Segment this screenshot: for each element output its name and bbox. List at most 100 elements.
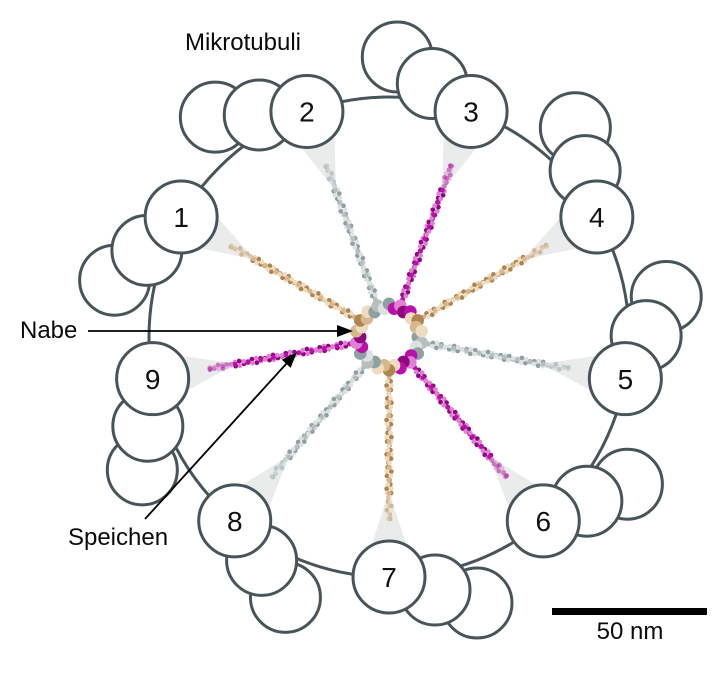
microtubule-number: 3	[463, 97, 479, 128]
spoke-rope	[504, 269, 510, 275]
spoke-rope	[313, 295, 319, 300]
spoke-foot	[183, 356, 237, 390]
spoke-rope	[345, 308, 351, 314]
spoke-rope	[474, 286, 480, 292]
spoke-rope	[506, 353, 512, 359]
spoke-rope	[358, 251, 364, 257]
spoke-rope	[417, 257, 423, 263]
spoke-rope	[536, 358, 542, 364]
spoke-rope	[451, 297, 456, 303]
spoke-rope	[484, 354, 490, 360]
spoke-rope	[346, 224, 352, 230]
spoke-rope	[463, 429, 469, 434]
spoke-rope	[245, 359, 251, 365]
spoke-rope	[422, 236, 428, 242]
spoke-rope	[355, 257, 361, 263]
spoke-rope	[329, 180, 334, 186]
spoke-rope	[388, 396, 394, 401]
spoke-rope	[313, 347, 319, 353]
spoke-rope	[413, 260, 419, 266]
spoke-rope	[426, 219, 432, 225]
spoke-rope	[557, 362, 563, 368]
spoke-rope	[386, 477, 392, 483]
spoke-rope	[467, 430, 473, 436]
hub-arrow-head	[337, 325, 353, 337]
spoke-rope	[435, 200, 441, 205]
spoke-rope	[388, 473, 394, 479]
spoke-rope	[417, 248, 423, 254]
spoke-rope	[305, 351, 311, 357]
spoke-rope	[236, 358, 242, 364]
spoke-rope	[525, 253, 531, 259]
spoke-rope	[430, 220, 435, 226]
spoke-rope	[232, 361, 238, 367]
spoke-rope	[296, 350, 302, 356]
spoke-rope	[327, 404, 333, 410]
spoke-rope	[251, 256, 257, 262]
spoke-rope	[342, 207, 348, 213]
spoke-rope	[315, 291, 321, 296]
spoke-rope	[211, 364, 217, 370]
spoke-rope	[340, 308, 346, 313]
spoke-rope	[331, 184, 336, 189]
spoke-rope	[276, 468, 282, 474]
spoke-rope	[481, 349, 487, 355]
spoke-rope	[436, 305, 441, 311]
microtubule-a-circle	[559, 179, 635, 255]
spoke-rope	[386, 409, 392, 414]
spoke-rope	[228, 363, 234, 368]
spoke-rope	[331, 396, 337, 402]
spoke-rope	[337, 204, 342, 210]
spoke-rope	[325, 172, 331, 178]
spoke-rope	[441, 402, 447, 408]
spoke-rope	[501, 265, 507, 271]
spoke-rope	[502, 354, 508, 360]
spoke-rope	[463, 292, 468, 298]
spoke-rope	[428, 385, 434, 390]
spoke-rope	[444, 175, 450, 181]
spoke-rope	[488, 275, 494, 281]
spoke-rope	[470, 434, 476, 440]
spoke-rope	[445, 404, 451, 410]
spoke-rope	[455, 344, 461, 350]
spoke-rope	[429, 343, 435, 349]
spoke-rope	[523, 356, 529, 362]
spoke-rope	[454, 295, 460, 301]
microtubule-a-circle	[197, 483, 273, 559]
spoke-rope	[333, 187, 339, 193]
spoke-rope	[388, 507, 394, 513]
spoke-rope	[434, 340, 440, 346]
spoke-rope	[480, 448, 486, 454]
spoke-rope	[267, 357, 272, 363]
spoke-rope	[385, 512, 391, 517]
spoke-rope	[400, 288, 406, 293]
spoke-rope	[495, 464, 501, 469]
spoke-rope	[364, 272, 369, 278]
spoke-rope	[521, 256, 527, 262]
spoke-rope	[384, 417, 390, 423]
spoke-rope	[386, 452, 392, 457]
spoke-rope	[277, 464, 283, 469]
spoke-rope	[462, 424, 467, 430]
spoke-rope	[489, 352, 495, 358]
spoke-rope	[216, 366, 222, 372]
spoke-rope	[514, 261, 520, 267]
spoke-rope	[364, 277, 369, 283]
spoke-rope	[367, 289, 373, 295]
spoke-rope	[259, 259, 265, 265]
spoke-rope	[386, 490, 392, 496]
spoke-rope	[312, 420, 318, 426]
spoke-rope	[284, 275, 290, 281]
spoke-rope	[237, 363, 243, 369]
spoke-rope	[306, 426, 312, 432]
hub-bead	[415, 324, 428, 338]
spoke-rope	[220, 363, 225, 369]
spoke-rope	[439, 302, 444, 308]
spoke-rope	[343, 216, 348, 222]
spoke-rope	[457, 291, 463, 296]
spoke-rope	[388, 469, 394, 474]
spoke-rope	[388, 486, 394, 492]
spoke-rope	[471, 439, 477, 445]
spoke-rope	[409, 272, 414, 278]
spoke-rope	[337, 195, 343, 201]
